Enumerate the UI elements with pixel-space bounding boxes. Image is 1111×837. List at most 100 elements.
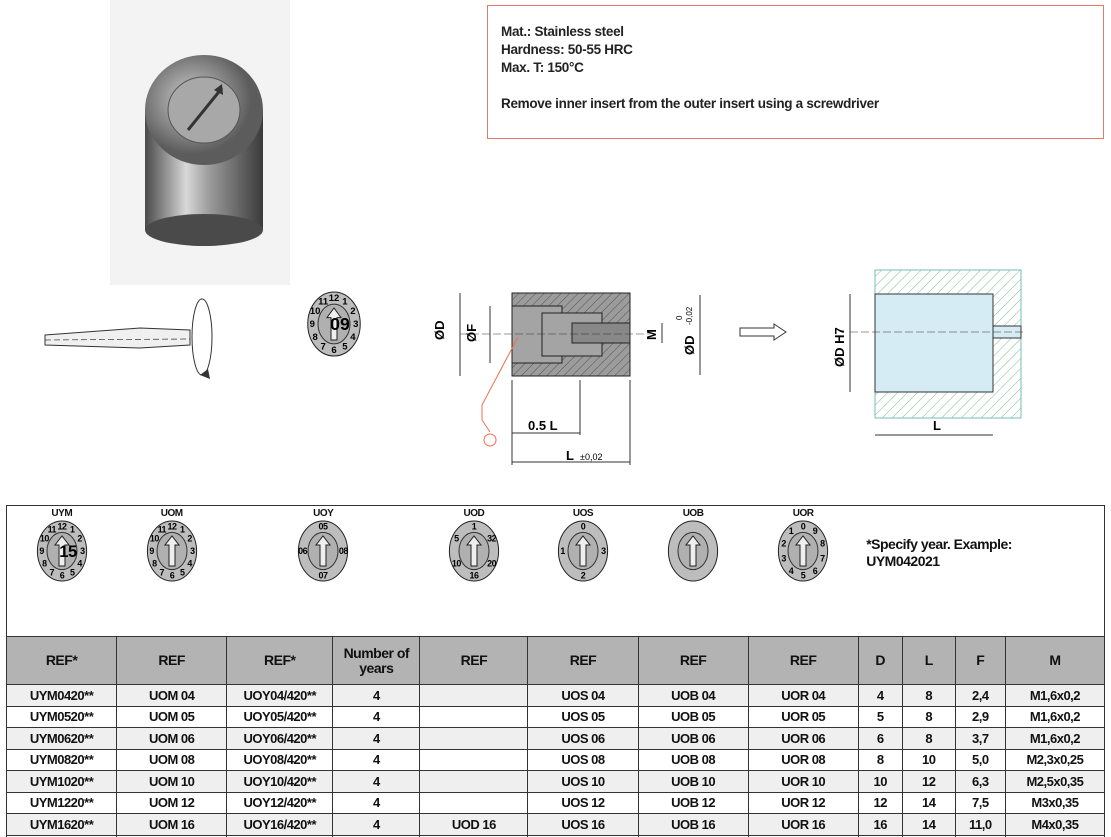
dia-f-label: ØF (464, 324, 479, 342)
bore-diameter-label: ØD H7 (832, 327, 847, 367)
tolerance-upper: 0 (675, 315, 684, 320)
dial-number: 5 (454, 534, 459, 544)
table-cell: 8 (901, 684, 956, 707)
icon-label-uob: UOB (682, 508, 704, 519)
table-cell: 4 (332, 748, 421, 771)
table-cell: UOS 04 (527, 684, 639, 707)
table-cell: UOR 04 (747, 684, 859, 707)
dial-number: 9 (149, 546, 154, 556)
dial-number: 3 (353, 319, 358, 330)
table-cell: UYM0620** (5, 727, 118, 750)
table-cell: 4 (332, 705, 421, 728)
dial-number: 20 (487, 558, 496, 568)
dial-number: 3 (782, 554, 787, 564)
bore-length-label: L (933, 418, 941, 433)
column-header: REF* (226, 636, 334, 685)
table-cell: UOR 08 (747, 748, 859, 771)
arrow-icon (315, 535, 332, 567)
table-cell: 12 (857, 791, 903, 814)
dial-number: 1 (70, 525, 75, 535)
dial-center-number: 09 (330, 314, 350, 334)
icon-label-uym: UYM (51, 508, 73, 519)
material-text: Mat.: Stainless steel (501, 24, 624, 39)
table-cell: 14 (901, 813, 956, 836)
table-cell: 16 (901, 834, 956, 837)
column-header: REF (527, 636, 639, 685)
dial-number: 9 (310, 319, 315, 330)
material-info-box: Mat.: Stainless steel Hardness: 50-55 HR… (487, 5, 1104, 139)
half-length-label: 0.5 L (528, 418, 558, 433)
table-cell: 4 (332, 770, 421, 793)
table-cell: UYM0420** (5, 684, 118, 707)
table-cell: UOR 12 (747, 791, 859, 814)
column-header: REF (116, 636, 228, 685)
icon-label-uor: UOR (792, 508, 814, 519)
section-drawing: ØD ØF M ØD 0 -0,02 0.5 L L ±0,02 (432, 292, 701, 465)
dial-number: 5 (801, 571, 806, 581)
table-cell: 4 (332, 813, 421, 836)
table-cell: 5 (857, 705, 903, 728)
table-cell: UOM 10 (116, 770, 228, 793)
table-cell: UOY06/420** (226, 727, 334, 750)
year-note: *Specify year. Example: UYM042021 (858, 505, 1106, 637)
table-cell: M4x0,35 (1004, 813, 1106, 836)
table-cell: UOM 05 (116, 705, 228, 728)
dial-number: 6 (813, 566, 818, 576)
table-cell: UOB 10 (637, 770, 749, 793)
icon-label-uos: UOS (572, 508, 594, 519)
dial-number: 8 (313, 332, 318, 343)
arrow-icon (795, 535, 812, 567)
length-tolerance-label: ±0,02 (580, 452, 602, 462)
table-cell: 16 (857, 813, 903, 836)
table-cell: UOR 05 (747, 705, 859, 728)
dial-number: 8 (42, 558, 47, 568)
dial-number: 08 (339, 546, 348, 556)
table-cell: UOY10/420** (226, 770, 334, 793)
table-cell: UOD 16 (419, 813, 529, 836)
table-cell: UYM1020** (5, 770, 118, 793)
dial-number: 4 (789, 566, 794, 576)
dial-number: 6 (331, 345, 336, 356)
dial-number: 12 (167, 521, 176, 531)
dial-number: 9 (813, 526, 818, 536)
year-note-line1: *Specify year. Example: (866, 536, 1012, 552)
table-cell: 12 (901, 770, 956, 793)
table-cell: UYM1220** (5, 791, 118, 814)
table-cell: 2,9 (954, 705, 1006, 728)
dia-d-label: ØD (432, 321, 447, 341)
dial-number: 4 (77, 558, 82, 568)
table-cell: UOS 06 (527, 727, 639, 750)
date-stamp-insert-image (145, 55, 263, 246)
dial-number: 7 (320, 342, 325, 353)
dial-number: 8 (820, 538, 825, 548)
table-cell: UOR 16 (747, 813, 859, 836)
table-cell: M1,6x0,2 (1004, 727, 1106, 750)
table-cell (419, 705, 529, 728)
column-header: L (901, 636, 956, 685)
table-cell: UOR 20 (747, 834, 859, 837)
dial-number: 2 (77, 534, 82, 544)
dial-number: 2 (187, 534, 192, 544)
table-cell: UOR 10 (747, 770, 859, 793)
table-cell: UOY12/420** (226, 791, 334, 814)
column-header: F (954, 636, 1006, 685)
dial-number: 6 (60, 571, 65, 581)
table-cell: UOS 05 (527, 705, 639, 728)
table-cell: 2,4 (954, 684, 1006, 707)
dial-number: 10 (310, 306, 321, 317)
dial-number: 1 (342, 296, 348, 307)
right-arrow-icon (739, 323, 787, 341)
dial-number: 11 (47, 525, 56, 535)
table-cell: M1,6x0,2 (1004, 684, 1106, 707)
table-cell: 8 (857, 748, 903, 771)
dial-number: 2 (581, 571, 586, 581)
